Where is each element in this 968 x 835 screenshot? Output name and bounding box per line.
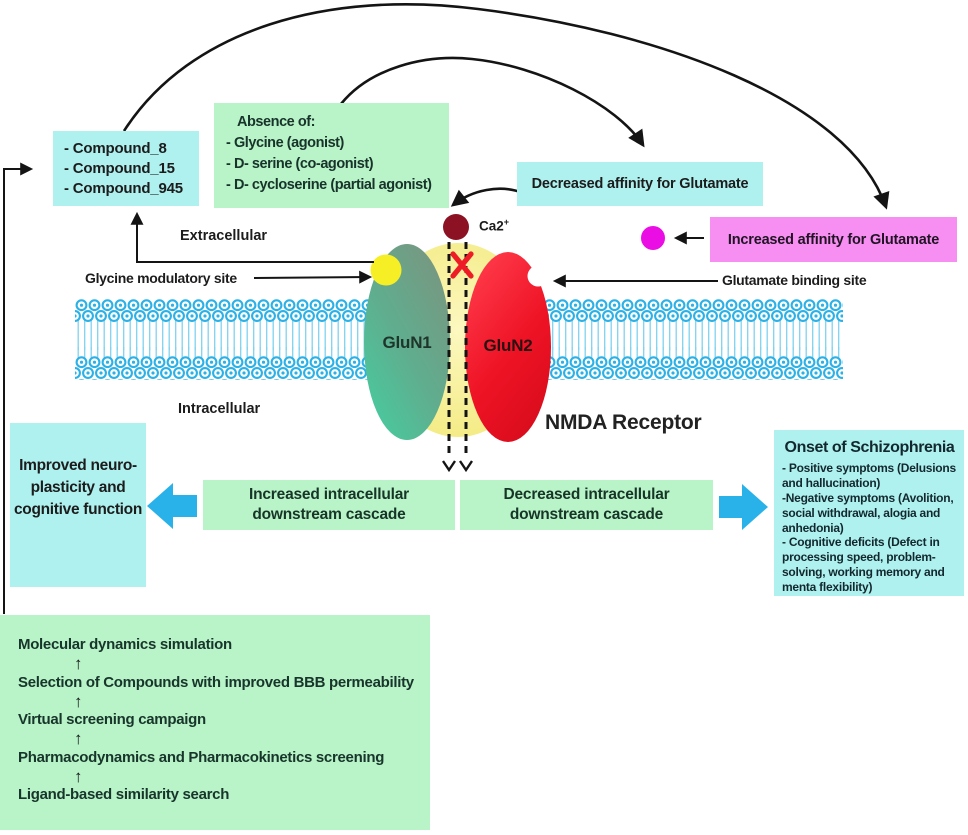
glutamate-binding-notch <box>527 265 549 287</box>
increased-affinity-box: Increased affinity for Glutamate <box>710 217 957 262</box>
nmda-receptor <box>364 243 551 442</box>
absence-line: - D- cycloserine (partial agonist) <box>226 177 432 194</box>
onset-symptom: - Positive symptoms (Delusions and hallu… <box>782 461 956 490</box>
improved-line: cognitive function <box>13 501 143 518</box>
decreased-affinity-box: Decreased affinity for Glutamate <box>517 162 763 206</box>
calcium-ion-dot <box>443 214 469 240</box>
nmda-receptor-label: NMDA Receptor <box>545 411 702 434</box>
glun1-subunit <box>364 244 450 440</box>
calcium-flux <box>442 242 473 473</box>
absence-line: - D- serine (co-agonist) <box>226 156 374 173</box>
connector-receptor-to-compounds <box>130 211 374 263</box>
decreased-cascade-box: Decreased intracellular downstream casca… <box>460 480 713 530</box>
up-arrow-icon: ↑ <box>74 691 83 711</box>
improved-line: plasticity and <box>30 479 126 496</box>
onset-symptom: -Negative symptoms (Avolition, social wi… <box>782 490 954 535</box>
discovery-pipeline-box: Molecular dynamics simulation ↑ Selectio… <box>0 615 430 830</box>
glun2-label: GluN2 <box>483 336 533 355</box>
dashed-arrowhead <box>459 460 473 473</box>
connector-arrows <box>3 3 890 614</box>
arc-compounds-to-increased-affinity <box>122 3 890 210</box>
dashed-arrowhead <box>442 460 456 473</box>
glycine-site-label: Glycine modulatory site <box>85 270 237 286</box>
glutamate-site-label: Glutamate binding site <box>722 272 867 288</box>
compounds-box: - Compound_8 - Compound_15 - Compound_94… <box>53 131 199 206</box>
compound-line: - Compound_8 <box>64 140 167 157</box>
absence-line: - Glycine (agonist) <box>226 135 344 152</box>
up-arrow-icon: ↑ <box>74 729 83 749</box>
compound-line: - Compound_945 <box>64 180 183 197</box>
pipeline-step: Pharmacodynamics and Pharmacokinetics sc… <box>18 748 385 766</box>
glun1-label: GluN1 <box>382 333 432 352</box>
improved-outcome-box: Improved neuro- plasticity and cognitive… <box>10 423 146 587</box>
intracellular-label: Intracellular <box>178 401 261 417</box>
pipeline-step: Virtual screening campaign <box>18 711 206 729</box>
extracellular-label: Extracellular <box>180 228 268 244</box>
onset-schizophrenia-box: Onset of Schizophrenia - Positive sympto… <box>774 430 964 596</box>
pipeline-step: Molecular dynamics simulation <box>18 636 232 653</box>
arc-absence-to-decreased-affinity <box>339 56 645 148</box>
glun2-subunit <box>465 252 551 442</box>
absence-title: Absence of: <box>237 114 316 130</box>
pipeline-step: Selection of Compounds with improved BBB… <box>18 673 414 691</box>
calcium-label: Ca2+ <box>479 217 509 234</box>
increased-cascade-box: Increased intracellular downstream casca… <box>203 480 455 530</box>
absence-of-agonists-box: Absence of: - Glycine (agonist) - D- ser… <box>214 103 449 208</box>
glycine-site-dot <box>370 254 402 286</box>
pipeline-step: Ligand-based similarity search <box>18 786 230 804</box>
arrow-decreased-affinity-to-calcium <box>450 187 524 207</box>
improved-line: Improved neuro- <box>19 457 137 474</box>
compound-line: - Compound_15 <box>64 160 175 177</box>
calcium-label-base: Ca2 <box>479 218 504 234</box>
up-arrow-icon: ↑ <box>74 654 83 673</box>
blocked-x-icon <box>450 251 474 279</box>
connector-pipeline-to-compounds <box>3 162 34 614</box>
calcium-label-charge: + <box>503 217 510 227</box>
glutamate-ligand-dot <box>641 226 665 250</box>
arrow-glycine-site-label <box>253 270 373 284</box>
onset-title: Onset of Schizophrenia <box>784 439 955 456</box>
onset-symptom: - Cognitive deficits (Defect in processi… <box>782 535 945 594</box>
block-arrow-left-improvement <box>147 483 197 529</box>
block-arrow-right-onset <box>719 484 768 530</box>
up-arrow-icon: ↑ <box>74 766 83 786</box>
